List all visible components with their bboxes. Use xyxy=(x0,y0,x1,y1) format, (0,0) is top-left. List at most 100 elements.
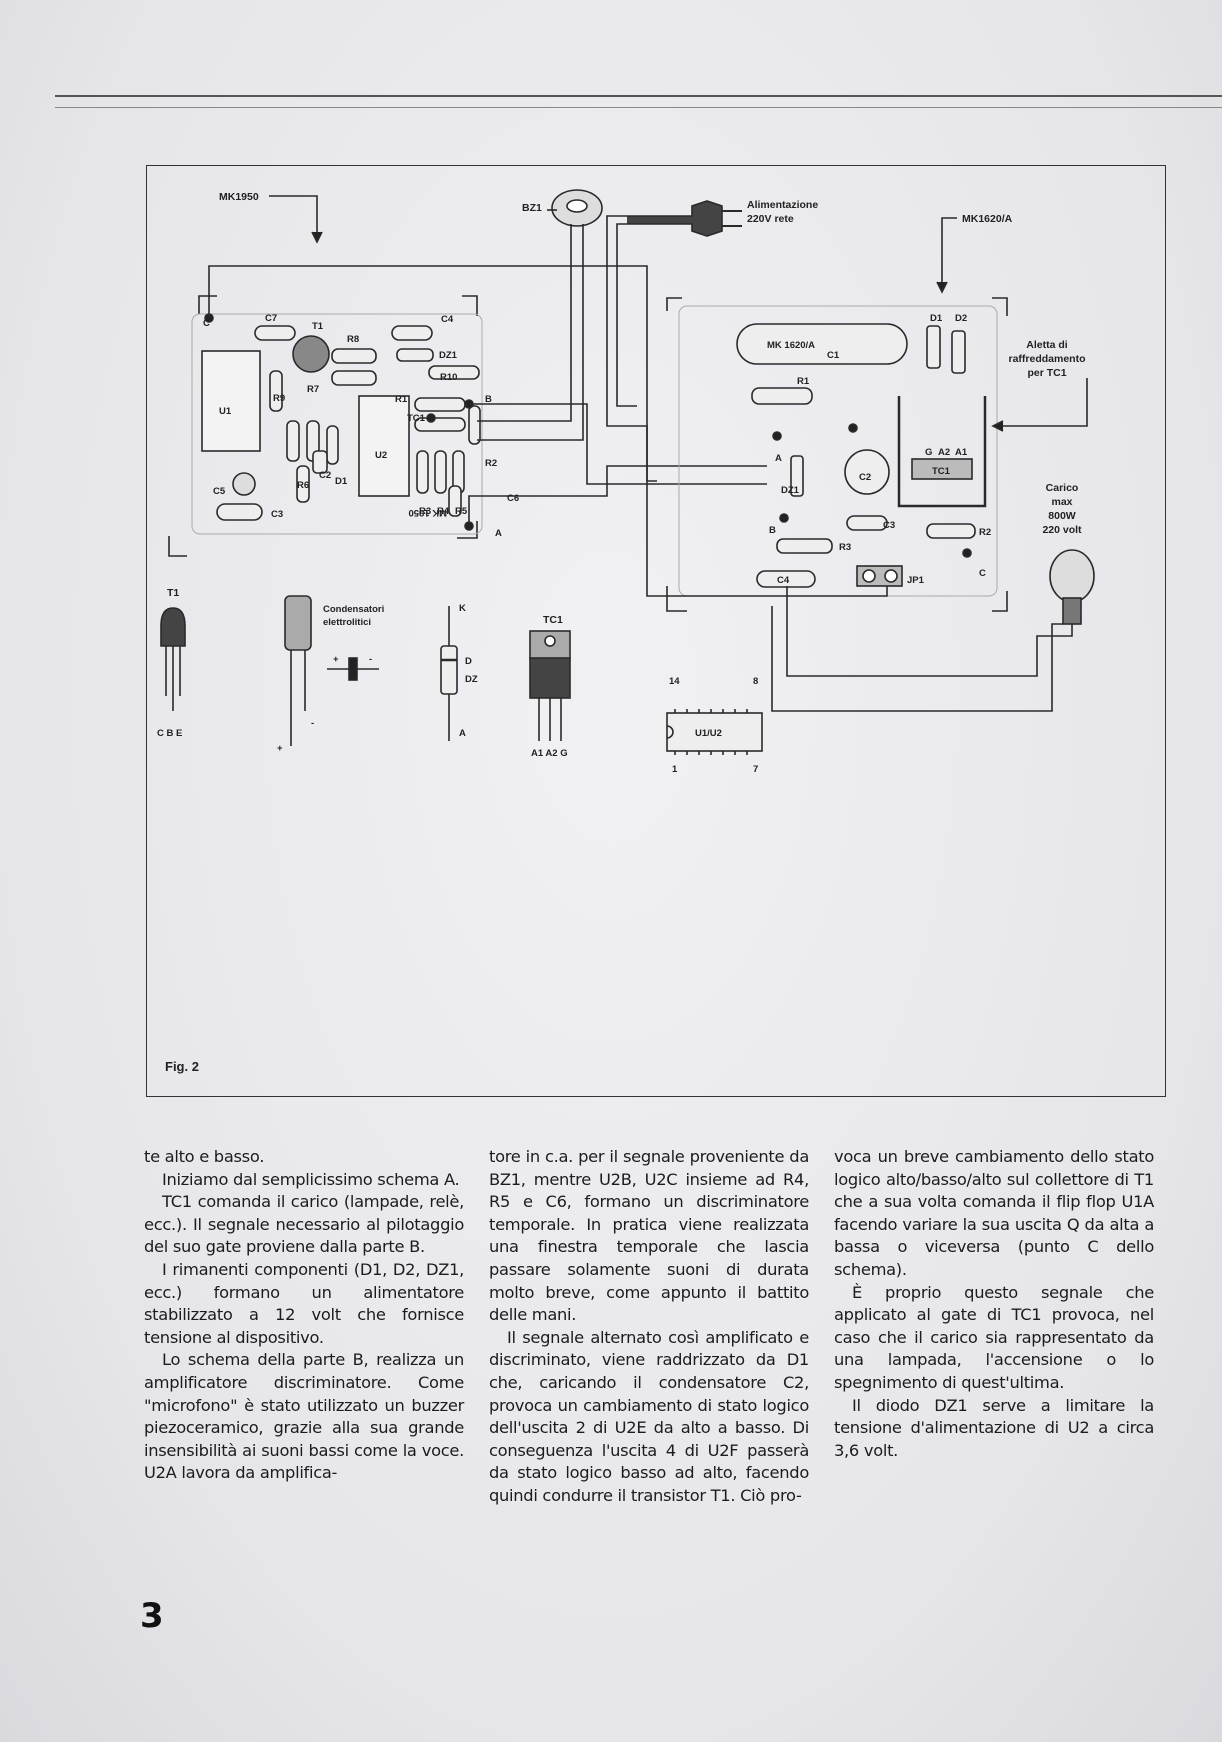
text-column-1: te alto e basso. Iniziamo dal sempliciss… xyxy=(144,1146,464,1485)
part-r-c2: C2 xyxy=(859,472,871,483)
lamp-load xyxy=(771,549,1095,712)
part-r-d2: D2 xyxy=(955,313,967,324)
legend-diode-k: K xyxy=(459,603,466,614)
part-c6: C6 xyxy=(507,493,519,504)
part-r3: R3 xyxy=(419,506,431,517)
legend-caps-label-1: Condensatori xyxy=(323,604,384,615)
paragraph: TC1 comanda il carico (lampade, relè, ec… xyxy=(144,1192,464,1257)
part-r6: R6 xyxy=(297,480,309,491)
legend-caps-minus: - xyxy=(369,654,372,665)
label-power-volt: 220V rete xyxy=(747,213,794,225)
part-c7: C7 xyxy=(265,313,277,324)
part-c5: C5 xyxy=(213,486,226,497)
part-b: B xyxy=(485,394,492,405)
part-r8: R8 xyxy=(347,334,359,345)
legend-ic-pin1: 1 xyxy=(672,764,678,775)
legend-ic-pin8: 8 xyxy=(753,676,758,687)
part-r-r1: R1 xyxy=(797,376,810,387)
part-r-tc1: TC1 xyxy=(932,466,951,477)
part-r10: R10 xyxy=(440,372,457,383)
figure-frame: MK1950 BZ1 Alimentazione 220V rete MK162… xyxy=(146,165,1166,1097)
part-r-c3: C3 xyxy=(883,520,895,531)
paragraph: te alto e basso. xyxy=(144,1147,265,1166)
page-number: 3 xyxy=(140,1596,164,1636)
text-column-3: voca un breve cambiamento dello stato lo… xyxy=(834,1146,1154,1462)
part-r-jp1: JP1 xyxy=(907,575,925,586)
part-r5: R5 xyxy=(455,506,468,517)
legend-ic-pin7: 7 xyxy=(753,764,758,775)
label-board-print-left: MK 1950 xyxy=(408,507,447,518)
part-r2: R2 xyxy=(485,458,497,469)
legend-tc1-label: TC1 xyxy=(543,614,563,626)
part-r-d1: D1 xyxy=(930,313,943,324)
part-dz1: DZ1 xyxy=(439,350,458,361)
legend-transistor xyxy=(160,607,186,711)
paragraph: Il segnale alternato così amplificato e … xyxy=(489,1327,809,1505)
part-c4: C4 xyxy=(441,314,454,325)
label-board-print-right: MK 1620/A xyxy=(767,340,815,351)
label-mk1950: MK1950 xyxy=(219,191,259,203)
mains-plug xyxy=(606,200,742,427)
legend-capacitor xyxy=(284,595,379,746)
part-c: C xyxy=(203,318,210,329)
legend-caps-label-2: elettrolitici xyxy=(323,617,371,628)
legend-ic-pin14: 14 xyxy=(669,676,680,687)
text-column-2: tore in c.a. per il segnale proveniente … xyxy=(489,1146,809,1508)
pcb-mk1950 xyxy=(168,265,767,557)
part-r-c4: C4 xyxy=(777,575,790,586)
paragraph: tore in c.a. per il segnale proveniente … xyxy=(489,1147,809,1325)
legend-t1-label: T1 xyxy=(167,587,179,599)
part-r-a1: A1 xyxy=(955,447,968,458)
part-u2: U2 xyxy=(375,450,387,461)
part-a: A xyxy=(495,528,502,539)
part-r-b: B xyxy=(769,525,776,536)
legend-tc1-pins: A1 A2 G xyxy=(531,748,568,759)
label-heatsink-1: Aletta di xyxy=(1026,339,1068,351)
legend-triac xyxy=(529,630,571,741)
part-r-c: C xyxy=(979,568,986,579)
legend-caps-plus: + xyxy=(333,654,339,665)
label-load-2: max xyxy=(1051,496,1072,508)
part-r-r3: R3 xyxy=(839,542,851,553)
label-power: Alimentazione xyxy=(747,199,818,211)
part-r7: R7 xyxy=(307,384,319,395)
paragraph: Iniziamo dal semplicissimo schema A. xyxy=(162,1169,460,1189)
legend-ic xyxy=(666,709,763,755)
part-r-r2: R2 xyxy=(979,527,991,538)
figure-caption: Fig. 2 xyxy=(165,1059,199,1074)
header-rule xyxy=(55,95,1222,108)
paragraph: I rimanenti componenti (D1, D2, DZ1, ecc… xyxy=(144,1259,464,1347)
buzzer-bz1 xyxy=(477,189,603,441)
legend-cap-plus: + xyxy=(277,743,283,754)
label-load-3: 800W xyxy=(1048,510,1076,522)
label-heatsink-2: raffreddamento xyxy=(1008,353,1085,365)
part-t1: T1 xyxy=(312,321,324,332)
part-r-dz1: DZ1 xyxy=(781,485,800,496)
part-r-a2: A2 xyxy=(938,447,950,458)
label-bz1: BZ1 xyxy=(522,202,542,214)
part-c3: C3 xyxy=(271,509,283,520)
part-r9: R9 xyxy=(273,393,285,404)
label-load-1: Carico xyxy=(1046,482,1079,494)
paragraph: Il diodo DZ1 serve a limitare la tension… xyxy=(834,1395,1154,1460)
article-body: te alto e basso. Iniziamo dal sempliciss… xyxy=(144,1146,1164,1586)
part-r-c1: C1 xyxy=(827,350,840,361)
label-load-4: 220 volt xyxy=(1042,524,1082,536)
legend-cbe-label: C B E xyxy=(157,728,182,739)
legend-diode-dz: DZ xyxy=(465,674,478,685)
part-r4: R4 xyxy=(437,506,450,517)
legend-diode-a: A xyxy=(459,728,466,739)
part-r-a: A xyxy=(775,453,782,464)
paragraph: voca un breve cambiamento dello stato lo… xyxy=(834,1147,1154,1279)
legend-diode-d: D xyxy=(465,656,472,667)
part-r1: R1 xyxy=(395,394,408,405)
legend-diode xyxy=(440,606,458,741)
legend-ic-label: U1/U2 xyxy=(695,728,722,739)
part-d1: D1 xyxy=(335,476,348,487)
part-c2: C2 xyxy=(319,470,331,481)
paragraph: È proprio questo segnale che applicato a… xyxy=(834,1282,1154,1392)
pcb-mk1620a xyxy=(666,297,1088,612)
part-r-g: G xyxy=(925,447,932,458)
label-mk1620a: MK1620/A xyxy=(962,213,1013,225)
